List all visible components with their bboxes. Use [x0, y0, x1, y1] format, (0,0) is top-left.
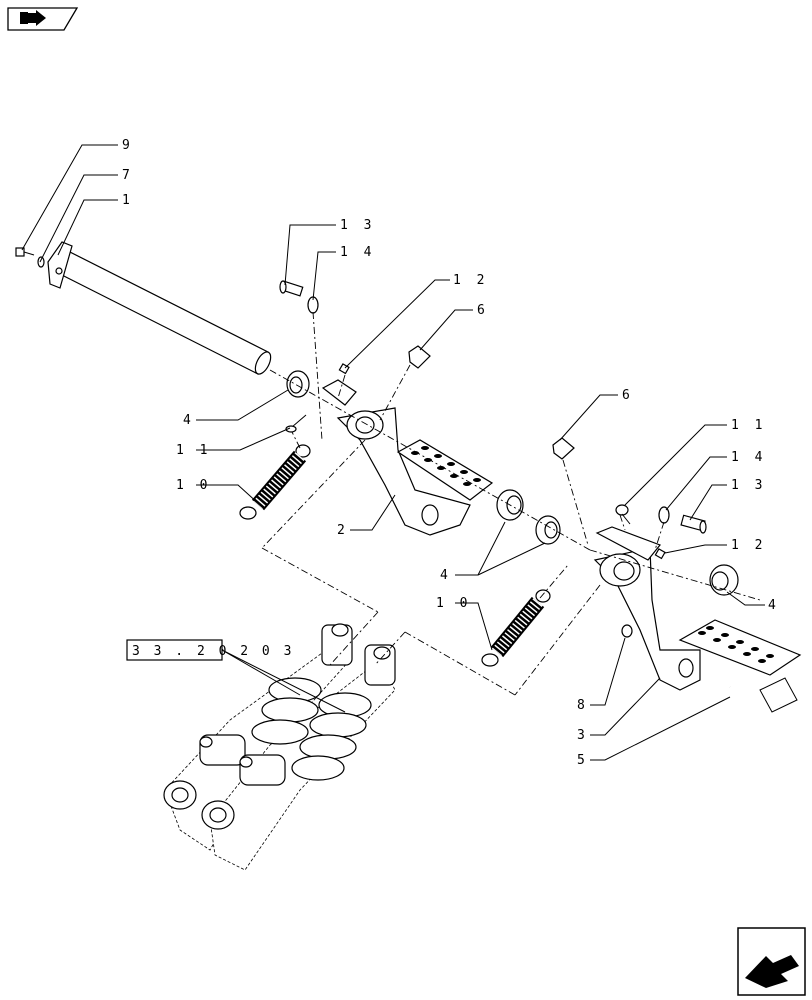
bracket-6-left — [408, 345, 431, 369]
callout-12-right: 1 2 — [731, 538, 766, 553]
assembly-centerlines — [261, 311, 761, 696]
callout-labels: 9 7 1 1 3 1 4 1 2 6 4 1 1 1 0 2 6 1 1 1 … — [122, 138, 780, 768]
bracket-6-right — [552, 437, 575, 460]
bushing-4-left — [286, 370, 310, 398]
callout-14-right: 1 4 — [731, 450, 766, 465]
callout-8: 8 — [577, 698, 589, 713]
callout-4-right: 4 — [768, 598, 780, 613]
callout-6-left: 6 — [477, 303, 489, 318]
callout-6-right: 6 — [622, 388, 634, 403]
callout-7: 7 — [122, 168, 134, 183]
callout-13-right: 1 3 — [731, 478, 766, 493]
bolt-9 — [15, 247, 35, 257]
bushing-4-right — [709, 564, 739, 596]
spring-10-right — [481, 589, 551, 667]
bolt-11-left — [285, 414, 307, 433]
pedal-lever-3 — [593, 526, 802, 691]
reference-link[interactable]: 3 3 . 2 0 2 0 3 — [126, 639, 294, 661]
clip-12-right — [654, 548, 666, 560]
callout-9: 9 — [122, 138, 134, 153]
lock-pin-5 — [729, 677, 798, 713]
callout-5: 5 — [577, 753, 589, 768]
leader-lines — [21, 144, 765, 761]
pin-13-right — [680, 514, 707, 534]
callout-13-top: 1 3 — [340, 218, 375, 233]
callout-14-top: 1 4 — [340, 245, 375, 260]
pedal-lever-2 — [321, 379, 494, 536]
washer-7 — [37, 256, 45, 268]
washer-14-right — [658, 506, 670, 524]
next-page-arrow-icon[interactable] — [737, 927, 806, 996]
book-arrow-icon[interactable] — [7, 7, 79, 31]
callout-10-right: 1 0 — [436, 596, 471, 611]
callout-1: 1 — [122, 193, 134, 208]
callout-11-left: 1 1 — [176, 443, 211, 458]
callout-2: 2 — [337, 523, 349, 538]
brake-master-cylinders — [163, 623, 396, 871]
bushing-4-middle — [496, 489, 561, 545]
callout-12-top: 1 2 — [453, 273, 488, 288]
callout-4-middle: 4 — [440, 568, 452, 583]
spring-10-left — [239, 444, 311, 520]
callout-3: 3 — [577, 728, 589, 743]
pin-13-top — [279, 280, 304, 297]
reference-label: 3 3 . 2 0 2 0 3 — [132, 644, 294, 659]
bolt-11-right — [615, 504, 631, 525]
callout-11-right: 1 1 — [731, 418, 766, 433]
callout-4-left: 4 — [183, 413, 195, 428]
callout-10-left: 1 0 — [176, 478, 211, 493]
pedal-shaft — [47, 241, 272, 375]
